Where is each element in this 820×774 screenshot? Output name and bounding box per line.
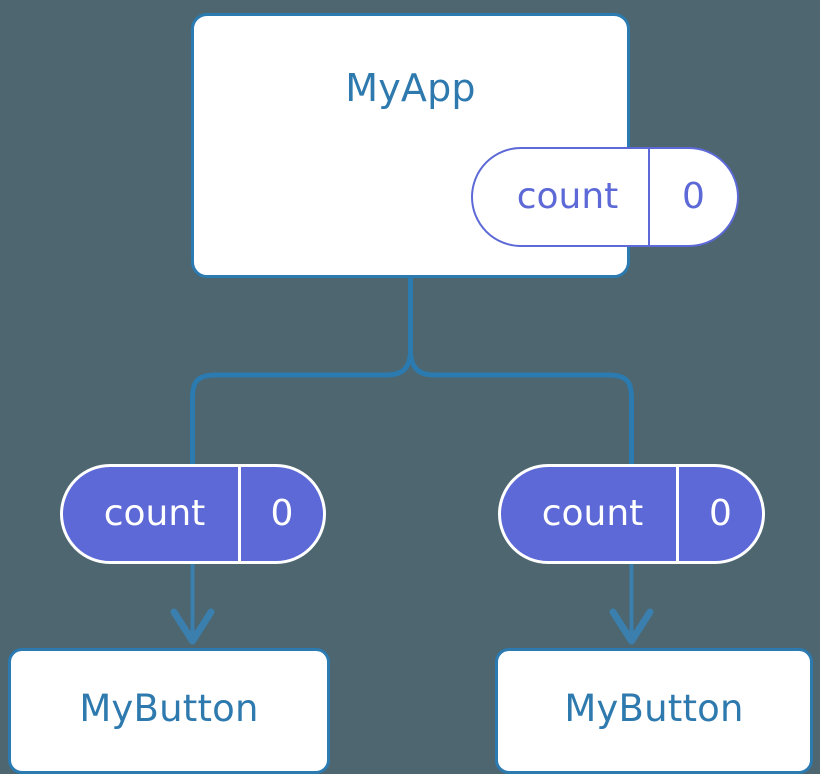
- arrow-head-right-icon: [609, 608, 654, 645]
- state-key-label: count: [541, 493, 644, 534]
- component-card-mybutton-left[interactable]: MyButton: [8, 648, 330, 774]
- arrow-head-left-icon: [170, 608, 215, 645]
- state-value-label: 0: [648, 149, 737, 245]
- component-card-mybutton-right[interactable]: MyButton: [495, 648, 813, 774]
- state-pill-child-left[interactable]: count 0: [60, 464, 326, 564]
- state-pill-child-right[interactable]: count 0: [498, 464, 765, 564]
- state-key-label: count: [516, 176, 619, 217]
- connector-branch-right: [408, 349, 634, 467]
- state-pill-root[interactable]: count 0: [471, 147, 739, 247]
- component-name-mybutton: MyButton: [564, 686, 744, 730]
- connector-branch-left: [190, 349, 413, 467]
- state-value-label: 0: [676, 467, 762, 561]
- state-key-label: count: [103, 493, 206, 534]
- component-card-myapp[interactable]: MyApp count 0: [191, 13, 739, 278]
- component-name-myapp: MyApp: [345, 66, 476, 110]
- state-value-label: 0: [238, 467, 323, 561]
- component-name-mybutton: MyButton: [79, 686, 259, 730]
